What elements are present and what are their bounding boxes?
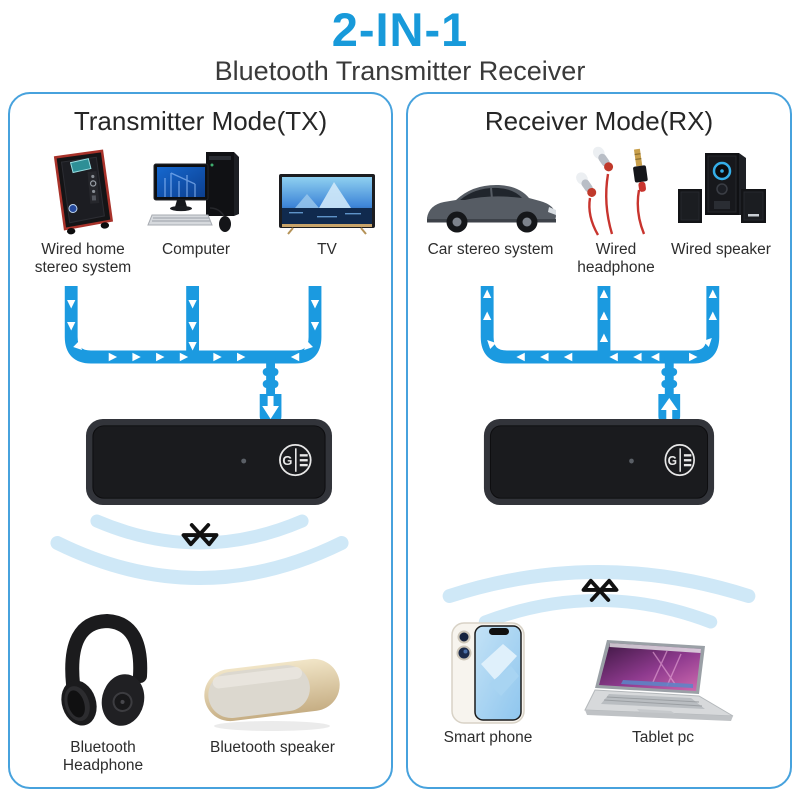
- output-label: Bluetooth Headphone: [62, 739, 144, 775]
- earbuds-icon: [575, 146, 648, 236]
- svg-text:G: G: [668, 454, 677, 468]
- smartphone-icon: [451, 622, 525, 724]
- tx-wireless-waves: [50, 514, 349, 585]
- page-title: 2-IN-1: [331, 3, 469, 56]
- source-label: Wired home stereo system: [34, 241, 132, 277]
- receiver-panel-title: Receiver Mode(RX): [484, 106, 714, 136]
- transmitter-panel-title: Transmitter Mode(TX): [73, 106, 328, 136]
- tv-icon: [279, 174, 375, 235]
- bluetooth-adapter-image: G: [483, 418, 715, 506]
- bluetooth-adapter-image: G: [85, 418, 333, 506]
- source-computer: Computer: [142, 140, 250, 259]
- output-bluetooth-speaker: Bluetooth speaker: [195, 642, 350, 757]
- svg-text:G: G: [282, 453, 292, 468]
- output-label: Bluetooth speaker: [210, 739, 335, 756]
- bluetooth-icon: [581, 578, 619, 602]
- computer-icon: [147, 152, 239, 232]
- output-label: Smart phone: [443, 729, 533, 746]
- source-label: Wired speaker: [671, 241, 771, 258]
- source-label: Car stereo system: [427, 241, 554, 258]
- car-icon: [426, 184, 556, 233]
- output-tablet-pc: Tablet pc: [578, 634, 748, 747]
- source-tv: TV: [268, 140, 386, 259]
- laptop-icon: [584, 640, 734, 721]
- receiver-panel: Receiver Mode(RX) Car stereo system: [406, 92, 792, 789]
- transmitter-panel: Transmitter Mode(TX): [8, 92, 393, 789]
- source-wired-speaker: Wired speaker: [666, 140, 776, 259]
- rx-wireless-waves: [442, 565, 756, 629]
- headphone-icon: [61, 613, 148, 726]
- brand-logo-icon: [664, 444, 695, 477]
- brand-logo-icon: [279, 444, 312, 477]
- stereo-system-icon: [53, 149, 114, 235]
- source-label: TV: [317, 241, 337, 258]
- source-label: Wired headphone: [577, 241, 655, 277]
- output-label: Tablet pc: [631, 729, 695, 746]
- jack-down-arrow-icon: [262, 396, 279, 419]
- rx-flow-pipes: [480, 286, 720, 423]
- source-label: Computer: [161, 241, 231, 258]
- led-indicator: [629, 458, 634, 464]
- source-wired-home-stereo: Wired home stereo system: [24, 140, 142, 278]
- tx-flow-pipes: [64, 286, 322, 423]
- source-wired-headphone: Wired headphone: [566, 140, 666, 278]
- speaker-system-icon: [677, 153, 766, 223]
- output-smart-phone: Smart phone: [438, 620, 538, 747]
- bluetooth-icon: [181, 523, 219, 547]
- pill-speaker-icon: [204, 658, 340, 731]
- jack-up-arrow-icon: [660, 398, 678, 420]
- page-subtitle: Bluetooth Transmitter Receiver: [214, 56, 586, 86]
- output-bluetooth-headphone: Bluetooth Headphone: [48, 608, 158, 776]
- led-indicator: [241, 458, 247, 464]
- source-car-stereo: Car stereo system: [413, 140, 568, 259]
